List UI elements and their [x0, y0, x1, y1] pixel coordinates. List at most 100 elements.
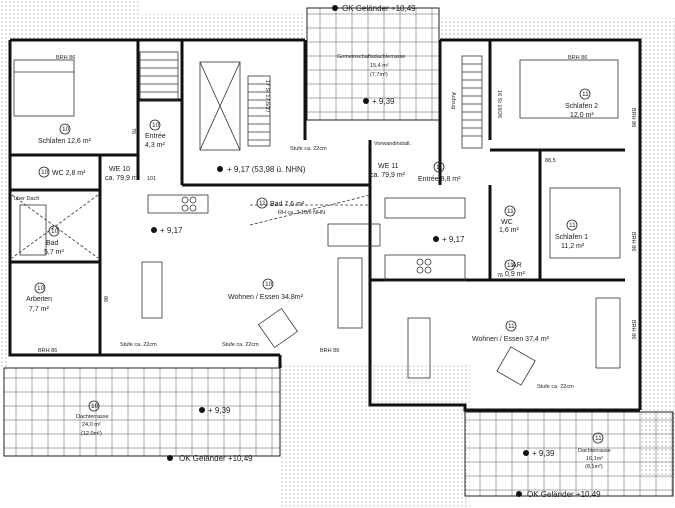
room-half: (12,0m²): [81, 431, 102, 437]
terrace-right: [464, 411, 674, 497]
stufe-label: Stufe ca. 22cm: [222, 342, 259, 348]
elev-terrace-right: + 9,39: [532, 449, 555, 458]
room-num: 10: [265, 281, 273, 288]
room-num: 10: [152, 122, 160, 129]
unit-name: WE 11: [378, 163, 399, 170]
room-name: Bad: [46, 240, 59, 247]
room-name: Arbeiten: [26, 296, 52, 303]
room-name: Entrée 8,8 m²: [418, 176, 461, 183]
room-num: 11: [508, 323, 515, 330]
room-num: 11: [569, 222, 576, 229]
room-half: (7,7m²): [370, 72, 388, 78]
room-num: 11: [436, 164, 443, 171]
interior-wall-we10: [10, 40, 184, 355]
dim-label: 86: [102, 296, 108, 302]
room-name: AR: [512, 262, 522, 269]
roof-area-bottom: [280, 365, 470, 508]
stufe-label: Stufe ca. 22cm: [120, 342, 157, 348]
room-num: 11: [507, 208, 514, 215]
room-name: Schlafen 1: [555, 234, 588, 241]
room-area: 0,9 m²: [505, 271, 526, 278]
room-name: Schlafen 12,6 m²: [38, 138, 92, 145]
room-num: 11: [582, 91, 589, 98]
room-name: WC 2,8 m²: [52, 170, 86, 177]
roof-area-left: [0, 0, 140, 40]
brh-label: BRH 86: [630, 320, 636, 339]
room-name: Gemeinschaftsdachterrasse: [337, 54, 405, 60]
room-name: Entrée: [145, 133, 166, 140]
room-name: Dachterrasse: [578, 448, 611, 454]
roof-area-right-top: [440, 18, 675, 38]
room-name: Dachterrasse: [76, 414, 109, 420]
room-num: 10: [37, 285, 45, 292]
elev-we10-left: + 9,17: [160, 226, 183, 235]
brh-label: BRH 86: [630, 232, 636, 251]
bed-right-1: [549, 187, 621, 259]
stair-center: [247, 75, 271, 147]
elev-we10-entry: + 9,17 (53,98 ü. NHN): [227, 165, 306, 174]
room-num: 10: [62, 126, 70, 133]
brh-label: BRH 86: [568, 55, 587, 61]
kitchen-counter-11: [384, 197, 466, 219]
kitchen-island-11: [384, 254, 466, 282]
exterior-wall: [8, 38, 642, 412]
dining-table-11: [407, 317, 431, 379]
unit-area: ca. 79,9 m²: [105, 175, 141, 182]
room-num: 10: [41, 169, 49, 176]
brh-label: BRH 86: [56, 55, 75, 61]
room-num: 11: [507, 262, 514, 269]
room-area: 24,0 m²: [82, 422, 101, 428]
sofa-11: [595, 297, 621, 369]
room-area: 1,6 m²: [499, 227, 520, 234]
room-area: 16,1m²: [586, 456, 603, 462]
room-note: über Dach: [14, 196, 39, 202]
dim-label: 101: [147, 176, 156, 182]
room-area: 7,7 m²: [29, 306, 50, 313]
stufe-label: Stufe ca. 22cm: [537, 384, 574, 390]
bathtub-11: [327, 223, 381, 247]
brh-label: BRH 86: [320, 348, 339, 354]
interior-wall-core: [182, 40, 442, 355]
elev-top: OK Geländer +10,49: [342, 4, 416, 13]
elev-terrace-left: + 9,39: [208, 406, 231, 415]
note-label: Vorwandinstall.: [374, 141, 411, 147]
elevator: [199, 61, 241, 151]
gemein-terrace: [306, 7, 440, 121]
armchair-11: [496, 346, 536, 386]
elevation-markers: [151, 5, 529, 497]
brh-label: BRH 86: [38, 348, 57, 354]
stufe-label: Stufe ca. 22cm: [290, 146, 327, 152]
dim-label: 76: [130, 128, 136, 134]
unit-area: ca. 79,9 m²: [370, 172, 406, 179]
room-area: 5,7 m²: [44, 249, 65, 256]
roof-area-right: [640, 38, 675, 478]
room-area: 15,4 m²: [370, 63, 389, 69]
elev-bottom-right: OK Geländer +10,49: [527, 490, 601, 499]
sofa-10: [337, 257, 363, 329]
roof-area-top: [140, 14, 305, 40]
room-name: Bad 7,6 m²: [270, 201, 305, 208]
interior-wall-we11: [370, 40, 625, 282]
bed-left: [13, 59, 75, 117]
brh-label: BRH 86: [630, 108, 636, 127]
stair-label: 16 St 19/26: [496, 90, 502, 118]
bed-right-2: [519, 59, 619, 119]
armchair-10: [257, 307, 299, 349]
room-num: 11: [595, 435, 602, 442]
room-num: 11: [259, 200, 266, 207]
room-name: Schlafen 2: [565, 103, 598, 110]
room-area: 12,0 m²: [570, 112, 594, 119]
room-name: Wohnen / Essen 34,8m²: [228, 294, 304, 301]
room-num: 10: [51, 228, 59, 235]
elev-we11: + 9,17: [442, 235, 465, 244]
room-name: WC: [501, 219, 513, 226]
unit-name: WE 10: [109, 166, 130, 173]
stair-label: 17 St 17,6/27: [264, 80, 270, 113]
elev-gemein: + 9,39: [372, 97, 395, 106]
bathtub-10: [19, 204, 47, 256]
room-area: 4,3 m²: [145, 142, 166, 149]
dim-label: 76: [497, 273, 503, 279]
room-area: 11,2 m²: [561, 243, 585, 250]
